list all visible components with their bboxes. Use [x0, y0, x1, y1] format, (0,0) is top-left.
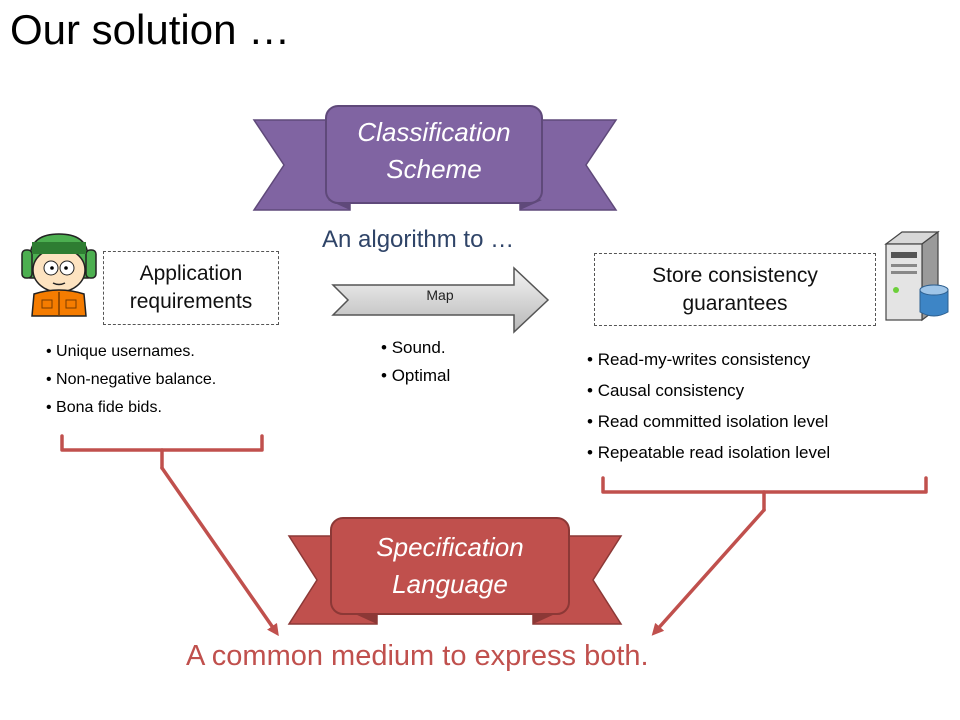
ribbon-line-1: Classification — [357, 117, 511, 147]
right-arrow — [651, 508, 766, 636]
right-brace — [601, 476, 928, 494]
specification-ribbon — [287, 517, 623, 625]
list-item: Read committed isolation level — [587, 406, 830, 437]
map-arrow — [331, 266, 550, 334]
store-guarantees-box: Store consistency guarantees — [594, 253, 876, 326]
list-item: Optimal — [381, 362, 451, 390]
store-guarantees-list: Read-my-writes consistency Causal consis… — [587, 344, 831, 468]
ribbon-line-2: Scheme — [386, 154, 482, 184]
ribbon-line-2: Language — [392, 569, 508, 599]
classification-ribbon — [252, 105, 618, 211]
algorithm-properties-list: Sound. Optimal — [381, 334, 451, 390]
list-item: Bona fide bids. — [46, 394, 216, 422]
specification-ribbon-label: Specification Language — [331, 529, 569, 603]
list-item: Sound. — [381, 334, 450, 362]
algorithm-caption: An algorithm to … — [322, 226, 515, 253]
classification-ribbon-label: Classification Scheme — [326, 114, 542, 188]
app-box-line-1: Application — [139, 262, 243, 285]
map-arrow-label: Map — [426, 287, 454, 303]
store-box-line-2: guarantees — [682, 291, 788, 315]
server-database-icon — [884, 230, 949, 322]
list-item: Causal consistency — [587, 375, 830, 406]
store-box-line-1: Store consistency — [652, 263, 818, 287]
list-item: Unique usernames. — [46, 338, 216, 366]
ribbon-line-1: Specification — [376, 532, 524, 562]
app-requirements-list: Unique usernames. Non-negative balance. … — [46, 338, 216, 422]
app-box-line-2: requirements — [129, 290, 253, 313]
application-requirements-box: Application requirements — [103, 251, 279, 325]
list-item: Repeatable read isolation level — [587, 437, 831, 468]
left-brace — [60, 434, 264, 452]
list-item: Non-negative balance. — [46, 366, 216, 394]
bottom-caption: A common medium to express both. — [186, 640, 649, 672]
cartoon-character-icon — [21, 233, 97, 317]
list-item: Read-my-writes consistency — [587, 344, 830, 375]
slide-title: Our solution … — [10, 6, 291, 53]
left-arrow — [160, 466, 279, 637]
